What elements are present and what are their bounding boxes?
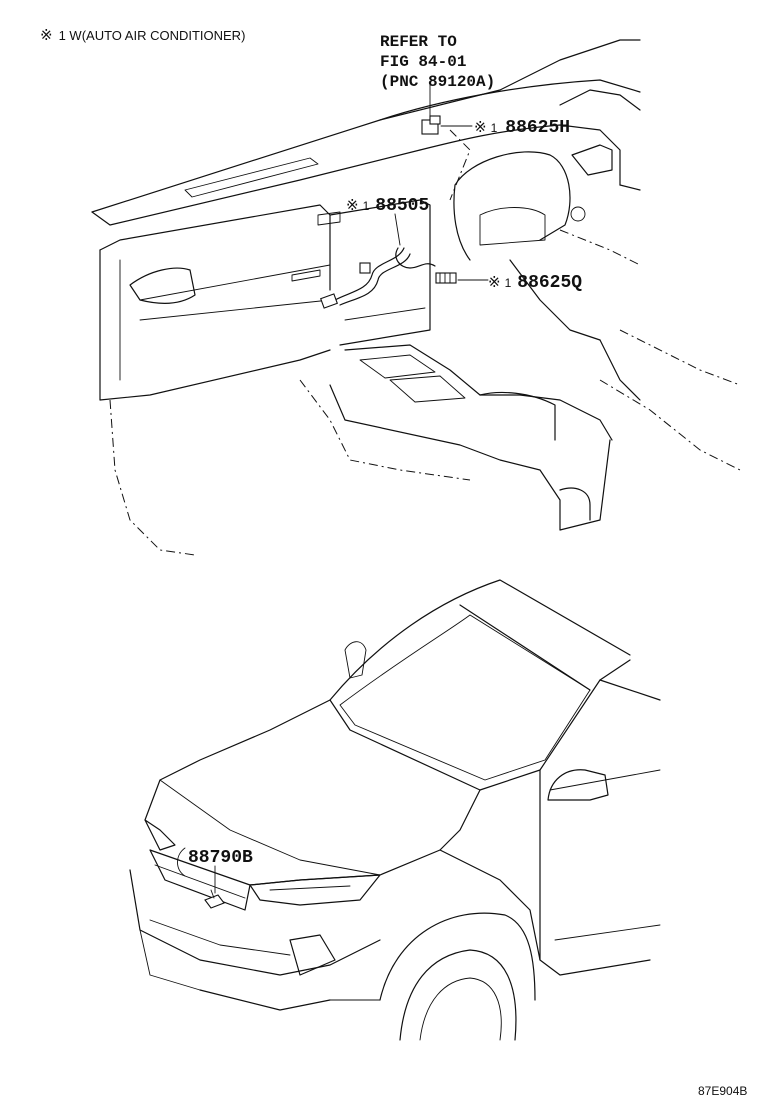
header-note-text: 1 W(AUTO AIR CONDITIONER) [59,28,246,43]
door-beltline [554,924,661,941]
roof-right [599,679,661,701]
leader-88505 [394,213,401,246]
dash-lower-left [99,249,331,401]
skid-plate [199,989,331,1011]
roof-rail [459,604,591,691]
windshield [329,659,631,791]
sensor-88625q-body [435,272,457,284]
console-rear-notch [559,487,591,521]
hood-crease [159,779,381,876]
cup-holder [389,375,466,403]
door-outline [599,379,741,471]
right-vent [571,144,613,176]
refer-line-2: FIG 84-01 [380,53,466,71]
refer-note: REFER TO FIG 84-01 (PNC 89120A) [380,33,495,91]
floor-outline [109,399,196,556]
seat-outline [299,379,471,481]
steering-wheel-left [453,184,471,261]
wheel-rim [419,977,502,1041]
hood-left-edge [144,699,331,821]
grille-bar [154,864,246,899]
callout-88505-mark: ※ [346,196,359,214]
center-stack-shelf [344,307,426,321]
figure-code: 87E904B [698,1084,747,1098]
header-note: ※ 1 W(AUTO AIR CONDITIONER) [40,26,245,44]
callout-88505-label: 88505 [375,196,429,216]
roof-outline [329,579,631,701]
windshield-edge [91,39,641,213]
tire-outer [399,949,517,1041]
callout-88625q-num: 1 [505,276,512,290]
headlight-right-detail [269,885,351,891]
front-bumper [129,869,381,976]
door-outline-upper [619,329,741,386]
door-window-top [549,769,661,791]
bumper-crease [149,919,291,956]
sensor-88790b-body [204,894,225,909]
callout-88625h-label: 88625H [505,118,570,138]
windshield-glass [339,614,591,781]
console-tray [359,354,436,379]
a-pillar [559,89,641,111]
callout-88625h: ※ 1 88625H [474,118,570,138]
callout-88625h-mark: ※ [474,118,487,136]
mirror-outline [449,129,471,201]
refer-line-3: (PNC 89120A) [380,73,495,91]
grille [149,849,251,911]
cluster-outline [559,229,641,266]
callout-88505-num: 1 [363,199,370,213]
dash-right-end [619,184,641,191]
leader-88790b-curve [177,847,186,877]
console-top [344,344,613,441]
defrost-vent [184,157,319,198]
callout-88790b: 88790B [188,848,253,868]
door-edge [599,339,641,401]
fender-top [439,849,541,961]
fog-lamp-housing [289,934,336,976]
steering-hub [479,207,546,246]
callout-88625q-mark: ※ [488,273,501,291]
dashboard-illustration [91,39,741,556]
steering-column [509,259,601,341]
a-pillar-right [539,769,651,976]
callout-88625q-label: 88625Q [517,273,582,293]
center-stack [329,199,431,346]
roof-line [379,79,641,121]
refer-line-1: REFER TO [380,33,457,51]
headlight-right [249,874,381,906]
dash-top-right [419,124,621,186]
bumper-lower-left [139,929,201,991]
callout-88625h-num: 1 [491,121,498,135]
dash-crease [139,264,331,301]
callout-88505: ※ 1 88505 [346,196,429,216]
right-mirror [547,769,609,801]
steering-wheel-top [454,151,571,241]
start-button [570,206,586,222]
center-vent [317,211,341,226]
harness-main-2 [339,253,411,306]
left-mirror [344,641,367,679]
callout-88625q: ※ 1 88625Q [488,273,582,293]
wheel-arch [379,912,536,1001]
glovebox-handle [291,269,321,282]
console-side [329,384,611,531]
dash-top-front [91,149,421,226]
sensor-88625h-cap [429,115,441,125]
harness-clip [359,262,371,274]
hood-front [249,789,481,886]
vehicle-illustration [129,579,661,1041]
left-vent [129,267,196,304]
harness-main [334,247,405,301]
harness-connector-end [320,293,338,309]
header-note-mark: ※ [40,26,53,44]
sensor-88790b-lead [210,889,215,899]
armrest [479,391,556,441]
dash-face-left [99,204,331,291]
sensor-88625q-ribs [439,272,451,284]
headlight-left [144,819,176,851]
glovebox-lower [139,299,331,321]
